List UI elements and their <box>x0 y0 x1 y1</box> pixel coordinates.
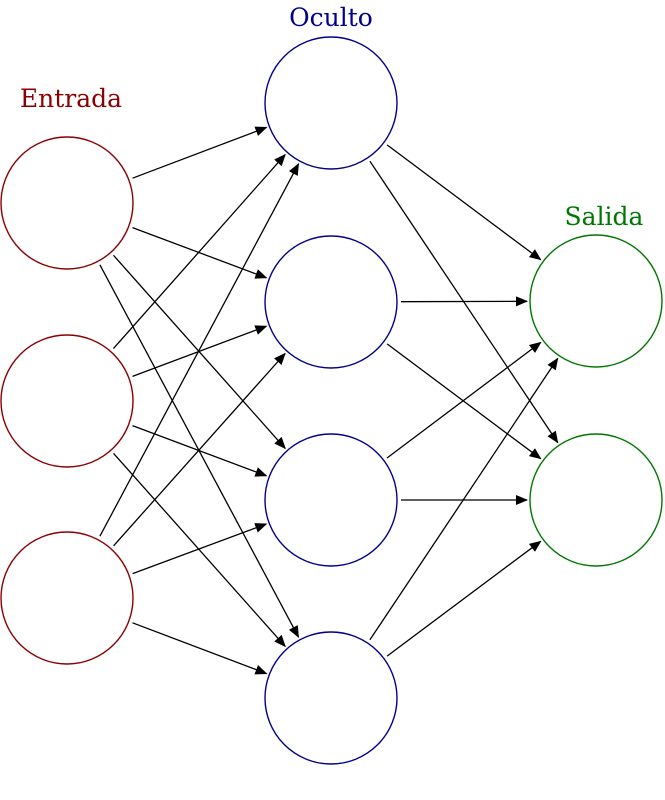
layer-label-input: Entrada <box>20 84 122 113</box>
connection-arrow-hidden-2-to-output-2 <box>386 343 542 460</box>
layer-label-hidden: Oculto <box>289 3 373 32</box>
connection-arrow-input-1-to-hidden-1 <box>132 126 268 179</box>
hidden-node-4 <box>264 631 398 765</box>
layer-label-output: Salida <box>565 202 644 231</box>
connection-arrow-input-2-to-hidden-1 <box>112 153 286 350</box>
connection-arrow-input-3-to-hidden-1 <box>99 163 300 537</box>
hidden-node-1 <box>264 36 398 170</box>
connections <box>99 126 559 675</box>
neurons <box>0 36 663 765</box>
connection-arrow-input-3-to-hidden-4 <box>132 622 268 675</box>
connection-arrow-hidden-1-to-output-1 <box>386 144 542 261</box>
hidden-node-3 <box>264 433 398 567</box>
output-node-2 <box>529 433 663 567</box>
connection-arrow-hidden-3-to-output-1 <box>386 341 542 459</box>
connection-arrow-hidden-4-to-output-1 <box>369 357 559 641</box>
connection-arrow-input-2-to-hidden-3 <box>132 424 268 477</box>
input-node-1 <box>0 136 134 270</box>
input-node-2 <box>0 334 134 468</box>
connection-arrow-input-3-to-hidden-3 <box>132 523 268 575</box>
connection-arrow-input-2-to-hidden-2 <box>132 325 268 378</box>
connection-arrow-input-3-to-hidden-2 <box>113 352 286 547</box>
input-node-3 <box>0 531 134 665</box>
output-node-1 <box>529 234 663 368</box>
connection-arrow-hidden-4-to-output-2 <box>386 540 542 657</box>
connection-arrow-input-1-to-hidden-2 <box>132 226 268 279</box>
hidden-node-2 <box>264 235 398 369</box>
connection-arrow-input-2-to-hidden-4 <box>113 452 286 648</box>
